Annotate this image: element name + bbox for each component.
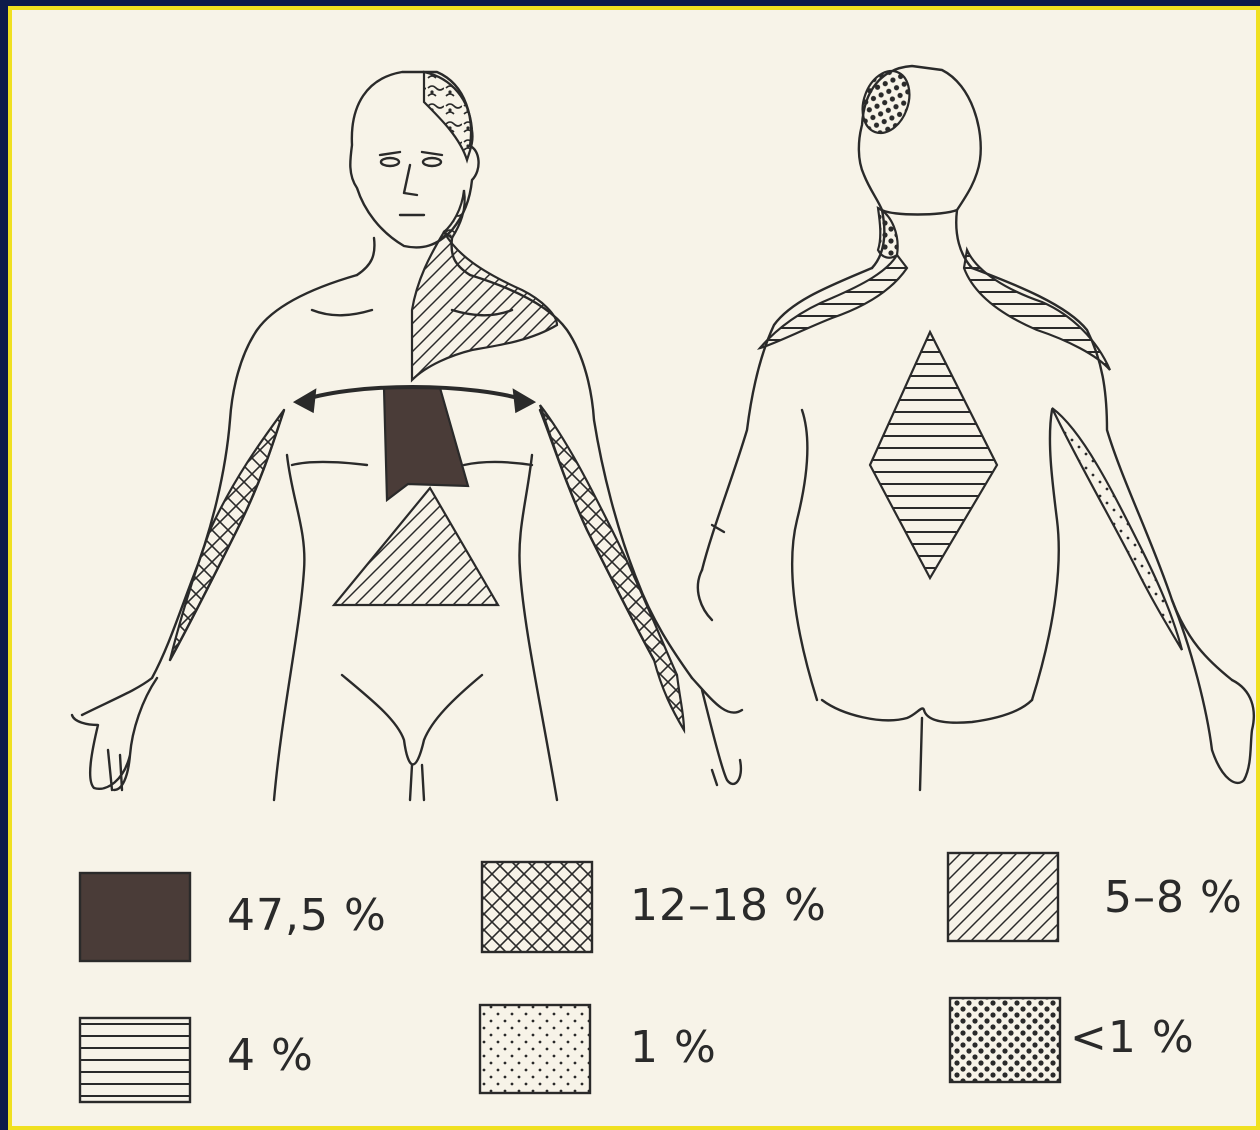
front-regions (170, 72, 684, 730)
front-chest-region (384, 388, 468, 500)
body-pain-diagram (12, 10, 1256, 1126)
legend-swatch-solid (80, 873, 190, 961)
front-left-hand (72, 678, 157, 790)
front-left-eye (381, 158, 399, 166)
legend-label-crosshatch: 12–18 % (630, 880, 827, 931)
back-buttocks (822, 700, 1032, 723)
back-spine-region (870, 332, 997, 578)
front-waist-left (274, 455, 304, 800)
back-waist-right (1032, 410, 1059, 700)
front-abdomen-region (334, 488, 498, 605)
legend-label-sparse-dots: 1 % (630, 1022, 717, 1073)
front-neck-region (444, 190, 465, 238)
legend-swatch-dense-dots (950, 998, 1060, 1082)
back-left-shoulder-region (760, 255, 907, 348)
back-neck-region (878, 208, 898, 258)
front-chest-line-right (464, 462, 532, 465)
legend-label-solid: 47,5 % (227, 890, 387, 941)
back-cleft (920, 718, 922, 790)
front-scalp-region (424, 72, 473, 160)
front-shoulder-region (412, 232, 557, 380)
back-regions (760, 64, 1182, 650)
back-scalp-region (854, 64, 917, 139)
front-legs-split (410, 765, 424, 800)
front-right-hand (692, 678, 742, 785)
legend-swatch-sparse-dots (480, 1005, 590, 1093)
front-groin (342, 675, 482, 764)
front-torso-left (82, 275, 357, 715)
legend-label-horizontal: 4 % (227, 1030, 314, 1081)
front-right-eye (423, 158, 441, 166)
legend-label-diagonal: 5–8 % (1104, 872, 1243, 923)
back-waist-left (792, 410, 817, 700)
legend-swatch-horizontal (80, 1018, 190, 1102)
front-chest-line-left (292, 462, 367, 465)
back-right-arm-region (1052, 408, 1182, 650)
legend-swatch-crosshatch (482, 862, 592, 952)
figure-panel: 47,5 % 12–18 % 5–8 % 4 % 1 % <1 % (8, 6, 1260, 1130)
front-waist-right (519, 455, 557, 800)
front-nose (404, 165, 417, 195)
back-right-shoulder-region (964, 250, 1110, 370)
front-right-arm-region (540, 405, 684, 730)
legend-swatch-diagonal (948, 853, 1058, 941)
legend-label-dense-dots: <1 % (1070, 1012, 1195, 1063)
front-eyebrows (380, 152, 442, 155)
